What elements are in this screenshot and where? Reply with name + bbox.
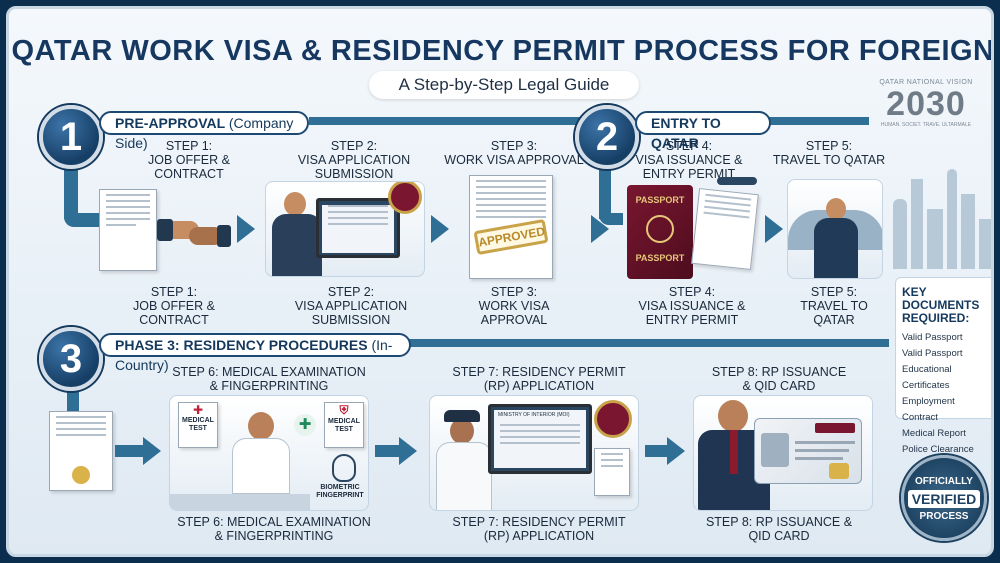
step-3-top-label: STEP 3: WORK VISA APPROVAL bbox=[444, 139, 584, 167]
phase3-top-pipe bbox=[409, 339, 889, 347]
biometric-label: BIOMETRIC FINGERPRINT bbox=[316, 484, 364, 499]
passport-top-text: PASSPORT bbox=[635, 195, 685, 205]
seal-line-2: VERIFIED bbox=[908, 490, 980, 508]
medical-test-card-icon: ⛨ MEDICAL TEST bbox=[324, 402, 364, 448]
ministry-seal-icon bbox=[388, 182, 422, 214]
step-4-illustration: PASSPORT PASSPORT bbox=[621, 177, 761, 281]
medical-test-card-icon: ✚ MEDICAL TEST bbox=[178, 402, 218, 448]
arrow-icon bbox=[399, 437, 417, 465]
laptop-icon bbox=[316, 198, 400, 258]
phase-3-badge: 3 bbox=[39, 327, 103, 391]
infographic-frame: QATAR WORK VISA & RESIDENCY PERMIT PROCE… bbox=[6, 6, 994, 557]
phase-1-sub: (Company Side) bbox=[115, 115, 294, 151]
vision-top-text: QATAR NATIONAL VISION bbox=[879, 79, 973, 86]
arrow-shaft bbox=[375, 445, 401, 457]
key-documents-panel: KEY DOCUMENTS REQUIRED: Valid Passport V… bbox=[895, 277, 991, 455]
document-item: Educational Certificates bbox=[902, 364, 952, 391]
phase2-top-pipe bbox=[769, 117, 869, 125]
document-item: Medical Report bbox=[902, 428, 966, 439]
medical-test-label: MEDICAL TEST bbox=[328, 418, 360, 433]
step-7-bottom-label: STEP 7: RESIDENCY PERMIT (RP) APPLICATIO… bbox=[452, 515, 626, 543]
document-item: Employment Contract bbox=[902, 396, 955, 423]
arrow-icon bbox=[237, 215, 255, 243]
ministry-header: MINISTRY OF INTERIOR (MOI) bbox=[498, 412, 570, 418]
step-8-bottom-label: STEP 8: RP ISSUANCE & QID CARD bbox=[705, 515, 853, 543]
officer-cap-icon bbox=[444, 410, 480, 422]
traveler-icon bbox=[826, 198, 846, 220]
visa-document-icon bbox=[691, 188, 759, 270]
step-8-illustration bbox=[693, 395, 873, 511]
computer-monitor-icon: MINISTRY OF INTERIOR (MOI) bbox=[488, 404, 592, 474]
person-icon bbox=[284, 192, 306, 216]
passport-icon: PASSPORT PASSPORT bbox=[627, 185, 693, 279]
phase1-pipe bbox=[64, 159, 78, 219]
resident-icon bbox=[718, 400, 748, 432]
doctor-icon bbox=[248, 412, 274, 440]
document-item: Police Clearance bbox=[902, 444, 974, 455]
step-2-illustration bbox=[265, 181, 425, 277]
step-7-top-label: STEP 7: RESIDENCY PERMIT (RP) APPLICATIO… bbox=[452, 365, 626, 393]
arrow-icon bbox=[667, 437, 685, 465]
ministry-seal-icon bbox=[594, 400, 632, 438]
contract-document-icon bbox=[99, 189, 157, 271]
step-6-bottom-label: STEP 6: MEDICAL EXAMINATION & FINGERPRIN… bbox=[177, 515, 371, 543]
step-6-illustration: ✚ MEDICAL TEST ✚ ⛨ MEDICAL TEST BIOMETRI… bbox=[169, 395, 369, 511]
step-3-illustration: APPROVED bbox=[461, 175, 561, 279]
officer-icon bbox=[450, 418, 474, 444]
step-5-illustration bbox=[787, 179, 883, 279]
phase-3-bar: PHASE 3: RESIDENCY PROCEDURES (In-Countr… bbox=[99, 333, 411, 373]
qatar-vision-logo: QATAR NATIONAL VISION 2030 HUMAN. SOCIET… bbox=[871, 79, 981, 128]
phase-3-sub: (In-Country) bbox=[115, 337, 393, 373]
skyline-icon bbox=[889, 159, 991, 269]
passport-bottom-text: PASSPORT bbox=[635, 253, 685, 263]
seal-line-3: PROCESS bbox=[919, 511, 969, 522]
fingerprint-icon bbox=[332, 454, 356, 482]
phase-2-label: ENTRY TO QATAR bbox=[651, 115, 721, 151]
phase-1-badge: 1 bbox=[39, 105, 103, 169]
vision-bottom-text: HUMAN. SOCIET. TRAVE. ULTARMALE bbox=[880, 122, 972, 128]
step-4-top-label: STEP 4: VISA ISSUANCE & ENTRY PERMIT bbox=[635, 139, 743, 181]
arrow-icon bbox=[591, 215, 609, 243]
arrow-shaft bbox=[645, 445, 669, 457]
step-5-bottom-label: STEP 5: TRAVEL TO QATAR bbox=[800, 285, 868, 327]
step-2-bottom-label: STEP 2: VISA APPLICATION SUBMISSION bbox=[294, 285, 408, 327]
seal-line-1: OFFICIALLY bbox=[915, 476, 973, 487]
residency-document-icon bbox=[49, 411, 113, 491]
plus-icon: ✚ bbox=[294, 414, 316, 436]
step-6-top-label: STEP 6: MEDICAL EXAMINATION & FINGERPRIN… bbox=[172, 365, 366, 393]
step-1-illustration bbox=[99, 181, 231, 277]
phase-1-bar: PRE-APPROVAL (Company Side) bbox=[99, 111, 309, 151]
phase1-pipe-bottom bbox=[64, 213, 104, 227]
step-3-bottom-label: STEP 3: WORK VISA APPROVAL bbox=[478, 285, 550, 327]
arrow-icon bbox=[143, 437, 161, 465]
step-2-top-label: STEP 2: VISA APPLICATION SUBMISSION bbox=[297, 139, 411, 181]
application-form-icon bbox=[594, 448, 630, 496]
document-item: Valid Passport bbox=[902, 332, 963, 343]
arrow-shaft bbox=[115, 445, 145, 457]
phase-3-label: PHASE 3: RESIDENCY PROCEDURES bbox=[115, 337, 368, 353]
arrow-icon bbox=[765, 215, 783, 243]
medical-test-label: MEDICAL TEST bbox=[182, 417, 214, 432]
phase2-pipe bbox=[599, 159, 611, 219]
step-1-top-label: STEP 1: JOB OFFER & CONTRACT bbox=[148, 139, 230, 181]
step-1-bottom-label: STEP 1: JOB OFFER & CONTRACT bbox=[133, 285, 215, 327]
airplane-icon bbox=[717, 177, 757, 185]
step-4-bottom-label: STEP 4: VISA ISSUANCE & ENTRY PERMIT bbox=[638, 285, 746, 327]
arrow-icon bbox=[431, 215, 449, 243]
phase1-top-pipe bbox=[309, 117, 589, 125]
vision-number: 2030 bbox=[886, 85, 966, 123]
phase-2-badge: 2 bbox=[575, 105, 639, 169]
step-5-top-label: STEP 5: TRAVEL TO QATAR bbox=[772, 139, 886, 167]
desk-icon bbox=[170, 494, 310, 510]
key-documents-heading: KEY DOCUMENTS REQUIRED: bbox=[902, 285, 980, 325]
step-7-illustration: MINISTRY OF INTERIOR (MOI) bbox=[429, 395, 639, 511]
phase-2-bar: ENTRY TO QATAR bbox=[635, 111, 771, 151]
page-subtitle: A Step-by-Step Legal Guide bbox=[369, 71, 639, 99]
qid-card-icon bbox=[754, 418, 862, 484]
document-item: Valid Passport bbox=[902, 348, 963, 359]
phase-1-label: PRE-APPROVAL bbox=[115, 115, 225, 131]
verified-seal-icon: OFFICIALLY VERIFIED PROCESS bbox=[901, 455, 987, 541]
handshake-icon bbox=[157, 211, 231, 251]
step-8-top-label: STEP 8: RP ISSUANCE & QID CARD bbox=[711, 365, 847, 393]
